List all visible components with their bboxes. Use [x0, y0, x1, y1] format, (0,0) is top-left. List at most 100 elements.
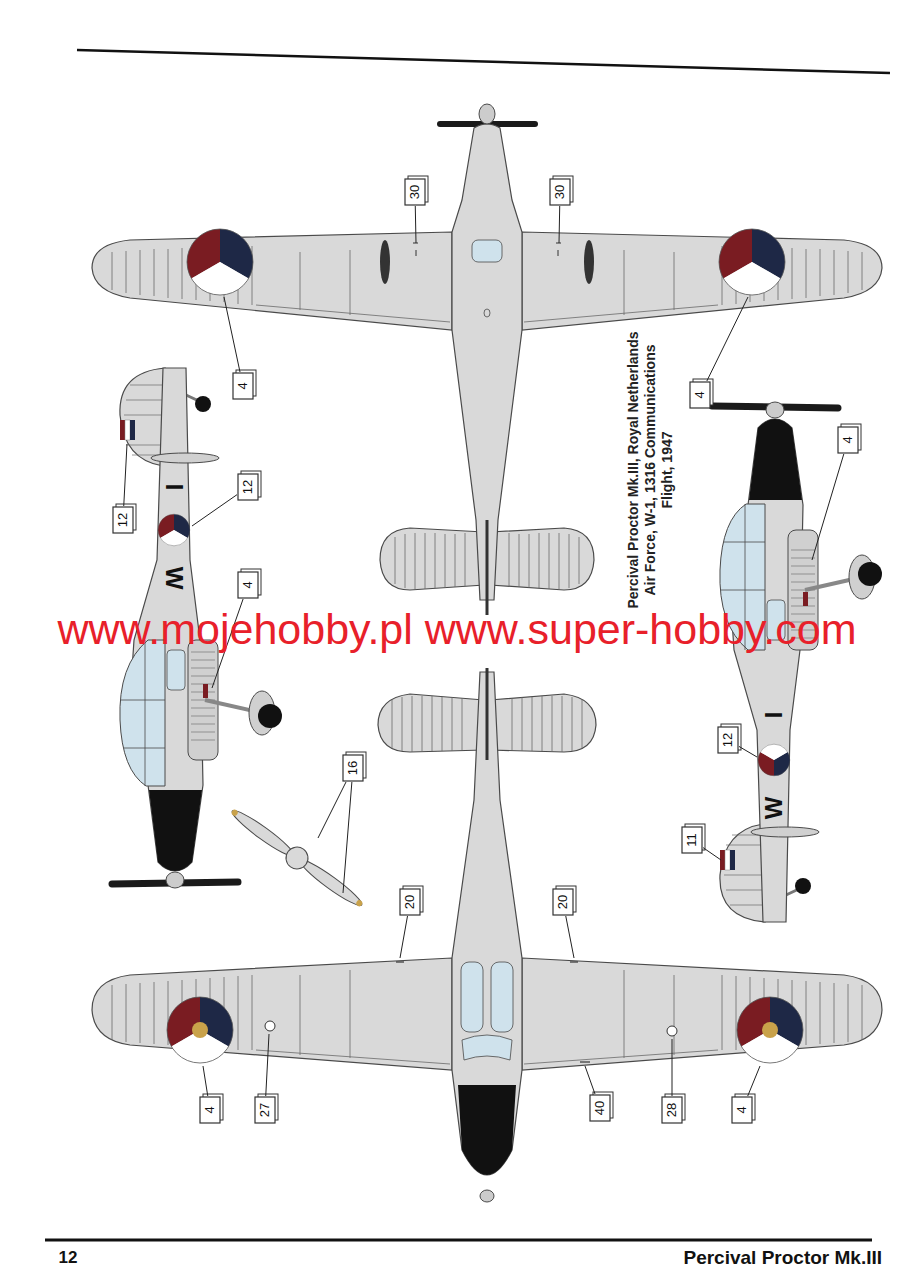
leader-line [559, 206, 561, 243]
bottom-view-part [458, 1085, 516, 1175]
bottom-view-part [192, 1022, 208, 1038]
callout-box-front [238, 572, 258, 598]
propeller-decal-part [231, 809, 239, 817]
top-view-part [472, 240, 502, 262]
callout-box-front [553, 889, 573, 915]
leader-line [585, 1066, 595, 1094]
header-rule [77, 50, 890, 73]
bottom-view-part [490, 694, 882, 1070]
aircraft-code-letter: W [161, 567, 187, 590]
callout-box [318, 752, 366, 893]
callout-box [405, 176, 428, 243]
leader-line [192, 495, 237, 526]
bottom-view-part [167, 997, 233, 1063]
callout-box-front [113, 507, 133, 533]
callout-number: 4 [735, 1106, 749, 1113]
callout-box [812, 424, 861, 560]
bottom-view-part [491, 962, 513, 1032]
leader-line [203, 1066, 208, 1096]
callout-box [200, 1066, 223, 1123]
callout-box-front [682, 827, 702, 853]
right-side-view [712, 402, 882, 922]
callout-number: 4 [236, 382, 250, 389]
aircraft-code-letter: W [761, 797, 787, 820]
callout-number: 30 [408, 185, 422, 199]
callout-number: 20 [556, 895, 570, 909]
page-number: 12 [59, 1249, 78, 1268]
callout-number: 20 [403, 895, 417, 909]
callout-number: 28 [665, 1103, 679, 1117]
callout-box [682, 824, 721, 860]
callout-box [690, 297, 748, 408]
callout-box [255, 1034, 278, 1123]
leader-line [739, 746, 757, 757]
callout-box-front [200, 1097, 220, 1123]
bottom-view-part [580, 1061, 590, 1062]
callout-box [192, 471, 261, 526]
callout-number: 12 [241, 480, 255, 494]
leader-line [343, 782, 352, 893]
aircraft-code-letter: I [761, 712, 787, 719]
callout-number: 16 [346, 761, 360, 775]
callout-box [553, 886, 576, 958]
callout-box-front [838, 427, 858, 453]
callout-box-front [343, 755, 363, 781]
callout-number: 40 [593, 1101, 607, 1115]
callout-box [585, 1066, 613, 1121]
bottom-view-part [265, 1021, 275, 1031]
callout-number: 30 [553, 185, 567, 199]
top-view-part [187, 229, 253, 295]
callout-number: 11 [685, 833, 699, 847]
top-view-part [719, 229, 785, 295]
callout-number: 12 [721, 733, 735, 747]
scheme-caption: Percival Proctor Mk.III, Royal Netherlan… [625, 330, 675, 610]
bottom-view-part [480, 1190, 494, 1202]
callout-box-front [550, 179, 570, 205]
callout-box [662, 1039, 685, 1123]
leader-line [124, 444, 127, 506]
callout-box [732, 1066, 760, 1123]
callout-box-front [255, 1097, 275, 1123]
page-footer-title: Percival Proctor Mk.III [683, 1248, 882, 1269]
callout-box-front [690, 382, 710, 408]
callout-number: 12 [116, 513, 130, 527]
callout-number: 4 [841, 436, 855, 443]
propeller-decal-part [282, 843, 313, 874]
leader-line [566, 916, 574, 958]
bottom-view-part [667, 1026, 677, 1036]
leader-line [707, 297, 748, 381]
callout-box [400, 886, 423, 958]
propeller-decal [226, 802, 368, 914]
callout-box [113, 444, 136, 533]
callout-number: 4 [241, 581, 255, 588]
leader-line [415, 206, 417, 243]
leader-line [812, 454, 844, 560]
top-view-part [484, 309, 490, 317]
callout-number: 27 [258, 1103, 272, 1117]
callout-box [718, 724, 757, 757]
leader-line [224, 297, 240, 372]
leader-line [266, 1034, 269, 1096]
callout-box [550, 176, 573, 243]
bottom-view-part [462, 1035, 512, 1060]
callout-box-front [238, 474, 258, 500]
callout-number: 4 [693, 391, 707, 398]
callout-box-front [718, 727, 738, 753]
propeller-decal-part [355, 899, 363, 907]
callout-box-front [400, 889, 420, 915]
bottom-view-part [486, 668, 489, 760]
footer-rule [45, 1239, 872, 1242]
bottom-view-part [461, 962, 483, 1032]
leader-line [703, 848, 721, 860]
callout-box-front [732, 1097, 752, 1123]
leader-line [400, 916, 408, 958]
callout-box-front [405, 179, 425, 205]
right-side-view-part [712, 402, 882, 922]
leader-line [748, 1066, 760, 1096]
bottom-view-part [737, 997, 803, 1063]
callout-box [224, 297, 256, 399]
bottom-view-part [762, 1022, 778, 1038]
top-view-part [479, 104, 495, 124]
callout-box-front [590, 1095, 610, 1121]
